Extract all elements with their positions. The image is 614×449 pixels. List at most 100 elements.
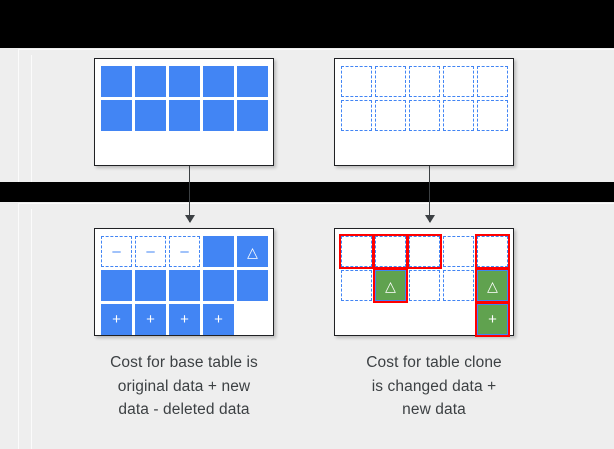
base-table-caption: Cost for base table is original data + ne… [84, 351, 284, 422]
table-cell-2-3[interactable] [409, 270, 440, 301]
top-panel-top-border [18, 49, 614, 50]
table-cell-2-3[interactable] [169, 100, 200, 131]
caption-line-2: new data [402, 401, 466, 419]
table-cell-1-1[interactable] [341, 66, 372, 97]
clone-source-grid [341, 66, 511, 134]
table-cell-1-2[interactable] [375, 66, 406, 97]
table-cell-1-5[interactable]: △ [237, 236, 268, 267]
table-cell-2-4[interactable] [203, 100, 234, 131]
table-cell-2-1[interactable] [341, 270, 372, 301]
table-cell-1-4[interactable] [443, 66, 474, 97]
table-cell-2-4[interactable] [203, 270, 234, 301]
table-cell-1-4[interactable] [203, 66, 234, 97]
base-source-grid [101, 66, 271, 134]
table-row: + + + + [101, 304, 271, 338]
table-row [101, 66, 271, 100]
table-cell-1-3[interactable] [409, 66, 440, 97]
table-cell-2-3[interactable] [169, 270, 200, 301]
table-cell-2-2[interactable] [135, 100, 166, 131]
table-cell-2-4[interactable] [443, 100, 474, 131]
base-result-grid: – – – △ + + + + [101, 236, 271, 338]
table-cell-3-3[interactable] [409, 304, 440, 335]
table-cell-1-5[interactable] [475, 234, 510, 269]
plus-icon: + [146, 311, 155, 328]
table-cell-3-1[interactable] [341, 304, 372, 335]
table-cell-1-3[interactable] [407, 234, 442, 269]
table-row: + [341, 302, 511, 338]
table-cell-2-5[interactable] [477, 100, 508, 131]
table-cell-2-5[interactable]: △ [475, 268, 510, 303]
plus-icon: + [112, 311, 121, 328]
triangle-icon: △ [247, 243, 258, 260]
base-table-result[interactable]: – – – △ + + + + [94, 228, 274, 336]
arrow-base-down [183, 166, 197, 223]
table-cell-2-5[interactable] [237, 270, 268, 301]
table-cell-3-4[interactable]: + [203, 304, 234, 335]
table-cell-2-2[interactable] [375, 100, 406, 131]
table-cell-2-2[interactable]: △ [373, 268, 408, 303]
table-cell-1-5[interactable] [477, 66, 508, 97]
table-cell-2-2[interactable] [135, 270, 166, 301]
arrow-base-head [185, 215, 195, 223]
plus-icon: + [180, 311, 189, 328]
table-cell-3-2[interactable]: + [135, 304, 166, 335]
arrow-clone-head [425, 215, 435, 223]
table-cell-1-1[interactable]: – [101, 236, 132, 267]
table-cell-3-2[interactable] [375, 304, 406, 335]
top-panel-left-border [18, 49, 19, 182]
minus-icon: – [146, 243, 155, 260]
minus-icon: – [112, 243, 121, 260]
top-black-bar [0, 0, 614, 48]
table-row [101, 100, 271, 134]
table-row: – – – △ [101, 236, 271, 270]
table-row [339, 234, 511, 270]
arrow-clone-shaft [429, 166, 431, 222]
table-row [341, 100, 511, 134]
table-cell-2-1[interactable] [101, 100, 132, 131]
table-cell-2-3[interactable] [409, 100, 440, 131]
table-cell-1-4[interactable] [443, 236, 474, 267]
minus-icon: – [180, 243, 189, 260]
table-cell-1-2[interactable] [135, 66, 166, 97]
arrow-base-shaft [189, 166, 191, 222]
clone-table-caption: Cost for table clone is changed data + new… [334, 351, 534, 422]
clone-result-grid: △△+ [339, 234, 511, 338]
caption-line-0: Cost for base table is [110, 354, 258, 371]
table-cell-1-4[interactable] [203, 236, 234, 267]
plus-icon: + [488, 311, 497, 328]
table-cell-3-4[interactable] [443, 304, 474, 335]
base-table-source[interactable] [94, 58, 274, 166]
table-cell-1-5[interactable] [237, 66, 268, 97]
table-cell-2-1[interactable] [341, 100, 372, 131]
triangle-icon: △ [487, 277, 498, 294]
table-cell-3-1[interactable]: + [101, 304, 132, 335]
top-panel [0, 48, 614, 182]
table-cell-2-4[interactable] [443, 270, 474, 301]
clone-table-result[interactable]: △△+ [334, 228, 514, 338]
table-cell-2-1[interactable] [101, 270, 132, 301]
bottom-panel-left-border [18, 203, 19, 449]
table-cell-3-5[interactable] [237, 304, 268, 335]
arrow-clone-down [423, 166, 437, 223]
table-cell-1-2[interactable] [373, 234, 408, 269]
caption-line-0: Cost for table clone [366, 354, 502, 371]
table-row: △△ [341, 268, 511, 304]
clone-table-source[interactable] [334, 58, 514, 166]
table-cell-2-5[interactable] [237, 100, 268, 131]
table-cell-1-2[interactable]: – [135, 236, 166, 267]
plus-icon: + [214, 311, 223, 328]
caption-line-2: data - deleted data [118, 401, 250, 419]
middle-black-bar [0, 182, 614, 202]
caption-line-1: original data + new [117, 377, 251, 395]
triangle-icon: △ [385, 277, 396, 294]
top-panel-inner-left-border [31, 55, 32, 182]
caption-line-1: is changed data + [371, 377, 497, 395]
table-cell-3-5[interactable]: + [475, 302, 510, 337]
table-cell-1-1[interactable] [339, 234, 374, 269]
table-cell-1-1[interactable] [101, 66, 132, 97]
table-cell-1-3[interactable] [169, 66, 200, 97]
table-cell-3-3[interactable]: + [169, 304, 200, 335]
table-row [101, 270, 271, 304]
table-cell-1-3[interactable]: – [169, 236, 200, 267]
